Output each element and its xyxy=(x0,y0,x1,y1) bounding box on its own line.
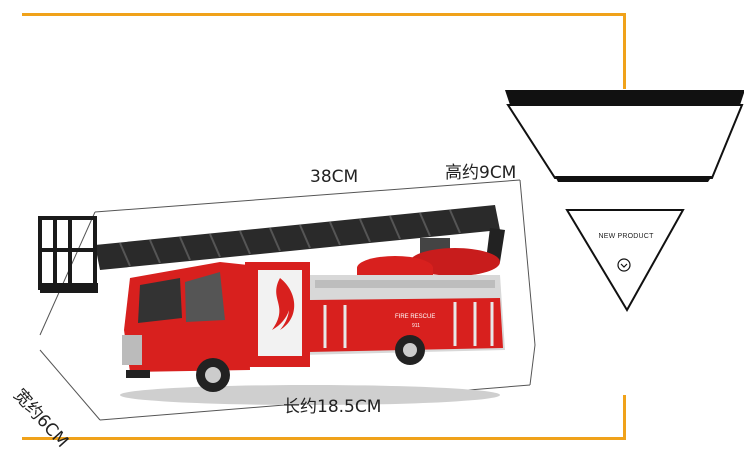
frame-bottom-border xyxy=(22,437,626,440)
truck-rear-module xyxy=(245,262,310,367)
dimension-height: 高约9CM xyxy=(445,163,517,183)
dimension-length: 长约18.5CM xyxy=(283,397,382,417)
frame-right-border-lower xyxy=(623,395,626,440)
frame-top-border xyxy=(22,13,626,16)
new-product-label: NEW PRODUCT xyxy=(598,233,654,240)
frame-right-border xyxy=(623,13,626,89)
truck-body: FIRE RESCUE 911 xyxy=(300,275,505,355)
basket-base xyxy=(40,283,98,293)
new-product-badge xyxy=(565,209,685,312)
truck-cab xyxy=(122,262,250,378)
rescue-basket xyxy=(38,216,97,290)
dimension-length-38cm: 38CM xyxy=(310,167,359,187)
upper-badge-shape xyxy=(505,90,744,182)
truck-number: 911 xyxy=(412,323,420,329)
fire-rescue-label: FIRE RESCUE xyxy=(395,314,435,320)
flame-icon xyxy=(272,278,295,330)
chevron-down-icon xyxy=(617,258,631,272)
wheels xyxy=(196,335,425,392)
